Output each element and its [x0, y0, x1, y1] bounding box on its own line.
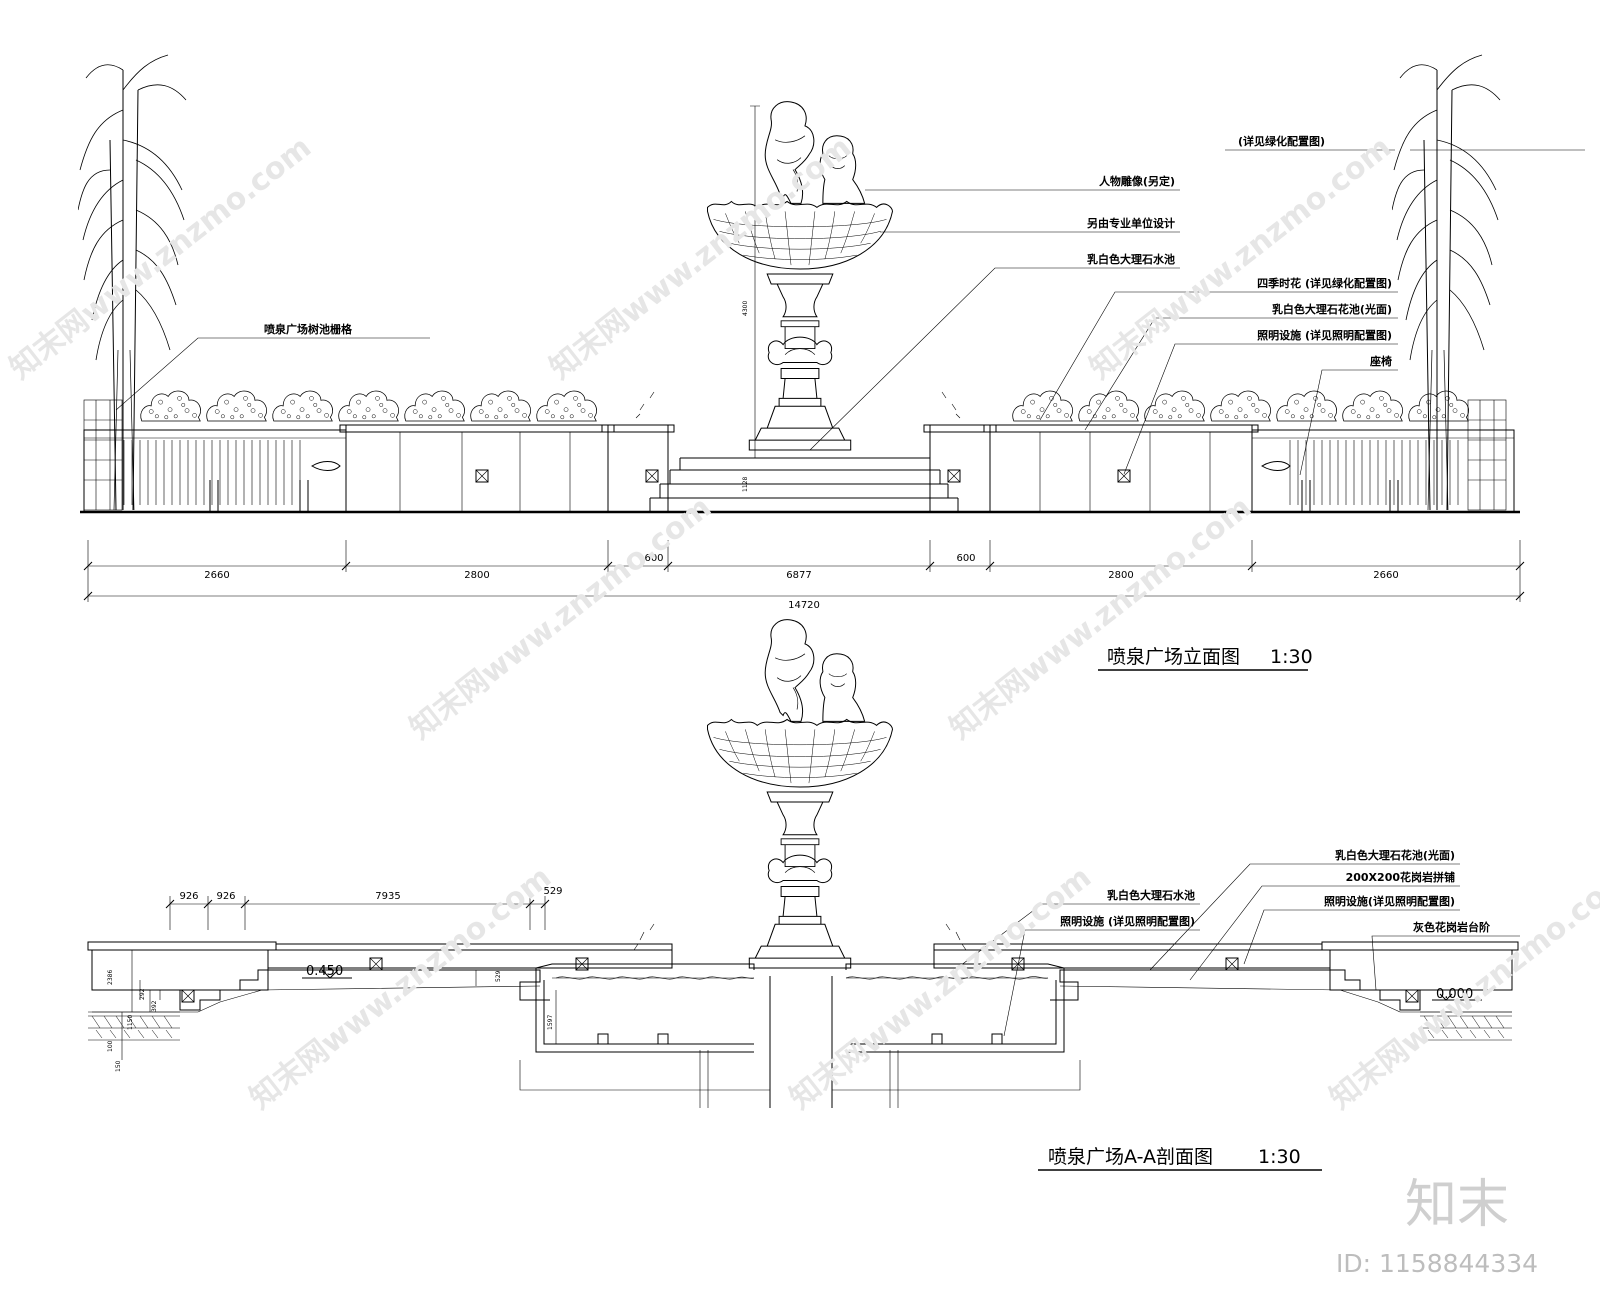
dim-section-3: 7935	[375, 891, 400, 902]
ground-hatch-left	[88, 1011, 180, 1041]
planter-right	[989, 424, 1253, 513]
bench-left	[209, 461, 341, 512]
label-section-granite-paving: 200X200花岗岩拼铺	[1346, 870, 1455, 884]
label-section-lighting-right: 照明设施(详见照明配置图)	[1324, 894, 1455, 908]
dim-v6: 150	[115, 1060, 122, 1072]
section-left-planter	[87, 941, 277, 991]
watermark-text: 知末网www.znzmo.com	[943, 490, 1258, 747]
dim-v3: 292	[139, 988, 146, 1000]
pier-left	[607, 424, 669, 513]
dimension-chain	[83, 540, 1525, 602]
bamboo-right-icon	[1392, 54, 1501, 510]
label-section-granite-steps: 灰色花岗岩台阶	[1413, 920, 1491, 934]
dim-section-2: 926	[216, 891, 235, 902]
dim-v2: 1150	[127, 1015, 134, 1030]
dim-section-4: 529	[543, 886, 562, 897]
label-section-marble-planter: 乳白色大理石花池(光面)	[1335, 848, 1455, 862]
label-marble-pool: 乳白色大理石水池	[1087, 252, 1175, 266]
section-leader-lines	[959, 863, 1520, 1037]
label-other-designer: 另由专业单位设计	[1087, 216, 1175, 230]
dim-total: 14720	[788, 600, 820, 611]
label-planting-ref: (详见绿化配置图)	[1238, 134, 1325, 148]
label-sculpture: 人物雕像(另定)	[1099, 174, 1175, 188]
section-pool-left	[519, 963, 770, 1108]
dim-v7: 529	[495, 970, 502, 982]
dim-seg-3: 600	[644, 553, 663, 564]
label-seasonal-flowers: 四季时花 (详见绿化配置图)	[1257, 276, 1392, 290]
label-section-marble-pool: 乳白色大理石水池	[1107, 888, 1195, 902]
dim-v5: 100	[107, 1040, 114, 1052]
section-scale: 1:30	[1258, 1146, 1301, 1168]
planter-left	[345, 424, 609, 513]
dim-seg-7: 2660	[1373, 570, 1398, 581]
brand-id: ID: 1158844334	[1336, 1249, 1538, 1278]
label-bench: 座椅	[1369, 354, 1392, 368]
brand-logo: 知末	[1405, 1175, 1509, 1235]
pier-right	[929, 424, 991, 513]
label-tree-grate: 喷泉广场树池栅格	[264, 322, 353, 336]
fountain-sculpture-section-icon	[706, 619, 894, 969]
label-marble-planter: 乳白色大理石花池(光面)	[1272, 302, 1392, 316]
elevation-marker-zero: 0.000	[1436, 987, 1473, 1002]
dim-seg-2: 2800	[464, 570, 489, 581]
dim-seg-4: 6877	[786, 570, 811, 581]
section-view: 926 926 7935 529 0.450 0.000 2386 1150 2…	[87, 619, 1520, 1171]
elevation-view: 4300 1128 2660 2800 600 6877 600 2800 26…	[78, 54, 1585, 671]
leader-lines	[115, 149, 1585, 476]
pool-light-icon	[597, 1033, 1003, 1045]
label-lighting: 照明设施 (详见照明配置图)	[1257, 328, 1392, 342]
dim-height: 4300	[742, 301, 749, 316]
tree-grate-right	[1467, 399, 1507, 511]
watermark-text: 知末网www.znzmo.com	[403, 490, 718, 747]
watermark-text: 知末网www.znzmo.com	[783, 860, 1098, 1117]
elevation-marker-high: 0.450	[306, 964, 343, 979]
fountain-sculpture-icon	[706, 101, 894, 451]
dim-section-1: 926	[179, 891, 198, 902]
label-section-lighting-left: 照明设施 (详见照明配置图)	[1060, 914, 1195, 928]
shrub-row-right	[1012, 390, 1470, 422]
section-title: 喷泉广场A-A剖面图	[1048, 1146, 1213, 1168]
dim-seg-1: 2660	[204, 570, 229, 581]
light-fixture-icon	[475, 469, 1131, 483]
watermark-text: 知末网www.znzmo.com	[3, 130, 318, 387]
ground-hatch-right	[1420, 1011, 1512, 1041]
dim-step-height: 1128	[742, 477, 749, 492]
watermark-text: 知末网www.znzmo.com	[543, 130, 858, 387]
section-pool-right	[832, 963, 1081, 1108]
bench-right	[1261, 461, 1399, 512]
bench-wall-right	[1251, 429, 1515, 513]
dim-v1: 2386	[107, 970, 114, 985]
section-dimension-chain	[165, 896, 550, 930]
dim-v8: 1597	[547, 1015, 554, 1030]
section-light-fixture-icon	[181, 957, 1419, 1003]
dim-v4: 392	[151, 1000, 158, 1012]
elevation-scale: 1:30	[1270, 646, 1313, 668]
shrub-row-left	[140, 390, 598, 422]
dim-seg-5: 600	[956, 553, 975, 564]
dim-seg-6: 2800	[1108, 570, 1133, 581]
elevation-title: 喷泉广场立面图	[1107, 646, 1240, 668]
